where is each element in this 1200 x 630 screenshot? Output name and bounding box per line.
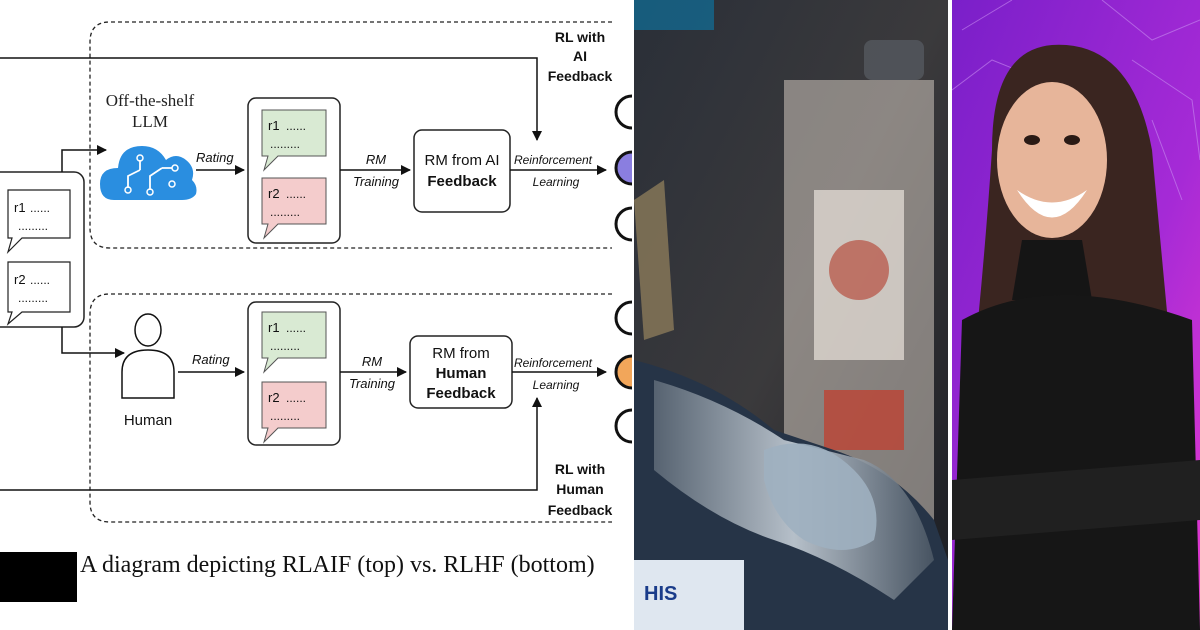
top-policy-circle-2 bbox=[614, 150, 632, 186]
bottom-policy-circle-2 bbox=[614, 354, 632, 390]
panel-divider-2 bbox=[948, 0, 952, 630]
person-photo-svg bbox=[952, 0, 1200, 630]
svg-text:.........: ......... bbox=[18, 219, 48, 233]
input-r2-bubble bbox=[6, 261, 71, 326]
svg-text:AI: AI bbox=[573, 48, 587, 64]
svg-text:RM from: RM from bbox=[432, 345, 490, 362]
top-r2-bubble bbox=[261, 177, 327, 240]
bottom-group-boundary bbox=[89, 293, 612, 523]
svg-text:HIS: HIS bbox=[644, 583, 677, 605]
svg-text:.........: ......... bbox=[270, 409, 300, 423]
svg-text:r1: r1 bbox=[268, 118, 280, 133]
svg-text:LLM: LLM bbox=[132, 112, 168, 131]
top-policy-circle-3 bbox=[614, 206, 632, 242]
diagram-caption: A diagram depicting RLAIF (top) vs. RLHF… bbox=[80, 552, 595, 578]
svg-text:Reinforcement: Reinforcement bbox=[514, 153, 593, 167]
svg-text:Reinforcement: Reinforcement bbox=[514, 356, 593, 370]
top-policy-circle-1 bbox=[614, 94, 632, 130]
top-rm-box bbox=[413, 129, 511, 213]
svg-text:Learning: Learning bbox=[533, 175, 580, 189]
human-label: Human bbox=[124, 412, 172, 429]
input-r1-bubble bbox=[6, 189, 71, 255]
top-loop-line bbox=[0, 57, 542, 141]
svg-text:r1: r1 bbox=[268, 320, 280, 335]
top-loop-label: RL with bbox=[555, 29, 605, 45]
llm-cloud-icon bbox=[100, 146, 197, 200]
svg-text:Human: Human bbox=[436, 365, 487, 382]
human-icon bbox=[121, 313, 175, 399]
svg-text:r2: r2 bbox=[268, 390, 280, 405]
svg-text:Feedback: Feedback bbox=[427, 173, 497, 190]
smiling-woman-photo bbox=[952, 0, 1200, 630]
top-r1-bubble bbox=[261, 109, 327, 172]
diagram-svg: r1 ...... ......... r2 ...... ......... … bbox=[0, 21, 632, 523]
svg-text:RM: RM bbox=[362, 354, 382, 369]
bottom-policy-circle-3 bbox=[614, 408, 632, 444]
svg-text:......: ...... bbox=[286, 187, 306, 201]
bottom-policy-circle-1 bbox=[614, 300, 632, 336]
svg-text:Feedback: Feedback bbox=[548, 68, 613, 84]
svg-text:......: ...... bbox=[286, 321, 306, 335]
bottom-r1-bubble bbox=[261, 311, 327, 374]
svg-text:Training: Training bbox=[349, 376, 396, 391]
svg-text:Learning: Learning bbox=[533, 378, 580, 392]
svg-text:......: ...... bbox=[30, 201, 50, 215]
svg-text:.........: ......... bbox=[270, 137, 300, 151]
robot-photo-svg: HIS bbox=[634, 0, 948, 630]
bottom-r2-bubble bbox=[261, 381, 327, 444]
svg-text:Human: Human bbox=[556, 481, 603, 497]
bottom-loop-label: RL with bbox=[555, 461, 605, 477]
svg-text:......: ...... bbox=[286, 119, 306, 133]
input-r1-label: r1 bbox=[14, 200, 26, 215]
robot-hand-photo: HIS bbox=[634, 0, 948, 630]
llm-label: Off-the-shelf bbox=[106, 91, 195, 110]
svg-text:......: ...... bbox=[286, 391, 306, 405]
svg-text:.........: ......... bbox=[270, 339, 300, 353]
svg-text:r2: r2 bbox=[268, 186, 280, 201]
input-r2-label: r2 bbox=[14, 272, 26, 287]
top-group-boundary bbox=[89, 21, 612, 249]
svg-text:Feedback: Feedback bbox=[426, 385, 496, 402]
svg-text:......: ...... bbox=[30, 273, 50, 287]
svg-text:RM from AI: RM from AI bbox=[424, 152, 499, 169]
svg-text:RM: RM bbox=[366, 152, 386, 167]
svg-text:.........: ......... bbox=[270, 205, 300, 219]
top-rating-label: Rating bbox=[196, 150, 234, 165]
svg-text:.........: ......... bbox=[18, 291, 48, 305]
svg-text:Training: Training bbox=[353, 174, 400, 189]
caption-redaction-block bbox=[0, 552, 77, 602]
svg-text:Feedback: Feedback bbox=[548, 502, 613, 518]
rlaif-vs-rlhf-diagram: r1 ...... ......... r2 ...... ......... … bbox=[0, 21, 632, 602]
bottom-rating-label: Rating bbox=[192, 352, 230, 367]
bottom-loop-line bbox=[0, 397, 542, 491]
